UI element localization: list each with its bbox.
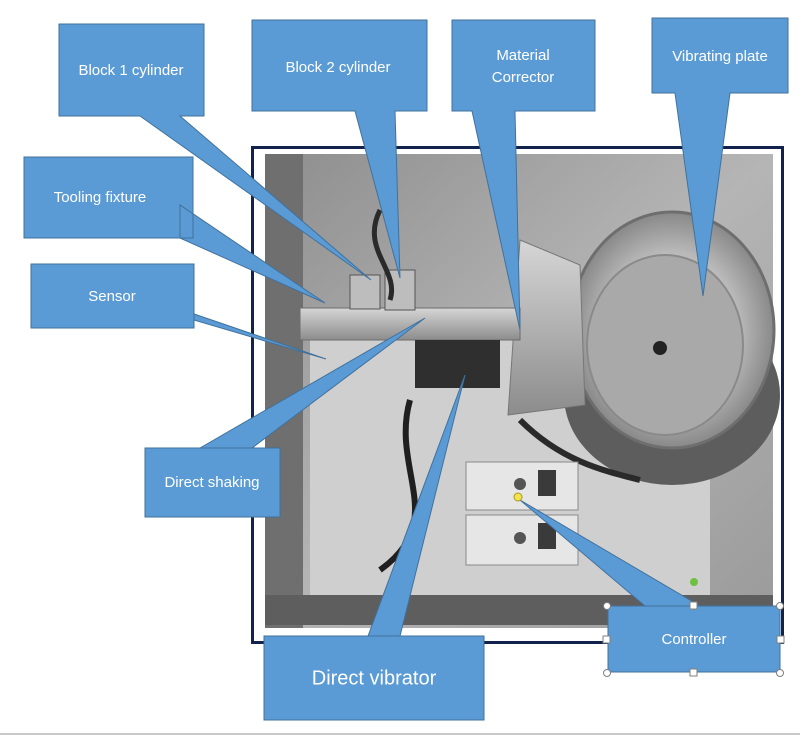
callout-direct-shaking [144, 317, 426, 518]
left-rail [265, 154, 303, 628]
handle-bottom-left [603, 669, 611, 677]
rotation-handle [690, 578, 698, 586]
callout-vibrating-plate [651, 17, 789, 297]
controller-knob-2 [514, 532, 526, 544]
callout-block2-cylinder [251, 19, 428, 279]
controller-display-2 [538, 523, 556, 549]
handle-bottom-mid [689, 668, 698, 677]
label-vibrating-plate: Vibrating plate [672, 48, 768, 65]
handle-top-right [776, 602, 784, 610]
bowl-center-knob [653, 341, 667, 355]
handle-top-left [603, 602, 611, 610]
callout-sensor [30, 263, 327, 360]
callout-block1-cylinder [58, 23, 372, 281]
callout-tooling-fixture [23, 156, 326, 304]
label-block2-cylinder: Block 2 cylinder [285, 59, 390, 76]
direct-vibrator-body [415, 340, 500, 388]
controller-display-1 [538, 470, 556, 496]
bottom-border [0, 733, 800, 735]
adjust-handle [513, 492, 523, 502]
callout-direct-vibrator [263, 374, 485, 721]
callout-material-corrector [451, 19, 596, 331]
label-material-corrector-line2: Corrector [492, 69, 555, 86]
handle-top-mid [689, 601, 698, 610]
label-material-corrector-line1: Material [496, 47, 549, 64]
handle-left-mid [602, 635, 611, 644]
callouts [23, 17, 789, 721]
cable-3 [517, 417, 641, 483]
block-cylinder-1 [349, 274, 381, 310]
handle-bottom-right [776, 669, 784, 677]
label-direct-shaking: Direct shaking [164, 474, 259, 491]
label-sensor: Sensor [88, 288, 136, 305]
corrector-chute [507, 239, 586, 416]
handle-right-mid [776, 635, 785, 644]
label-tooling-fixture: Tooling fixture [54, 189, 147, 206]
cable-2 [371, 208, 395, 301]
selection-handles [602, 601, 785, 677]
label-direct-vibrator: Direct vibrator [312, 667, 437, 689]
label-block1-cylinder: Block 1 cylinder [78, 62, 183, 79]
linear-track [299, 307, 521, 341]
controller-knob-1 [514, 478, 526, 490]
label-controller: Controller [661, 631, 726, 648]
